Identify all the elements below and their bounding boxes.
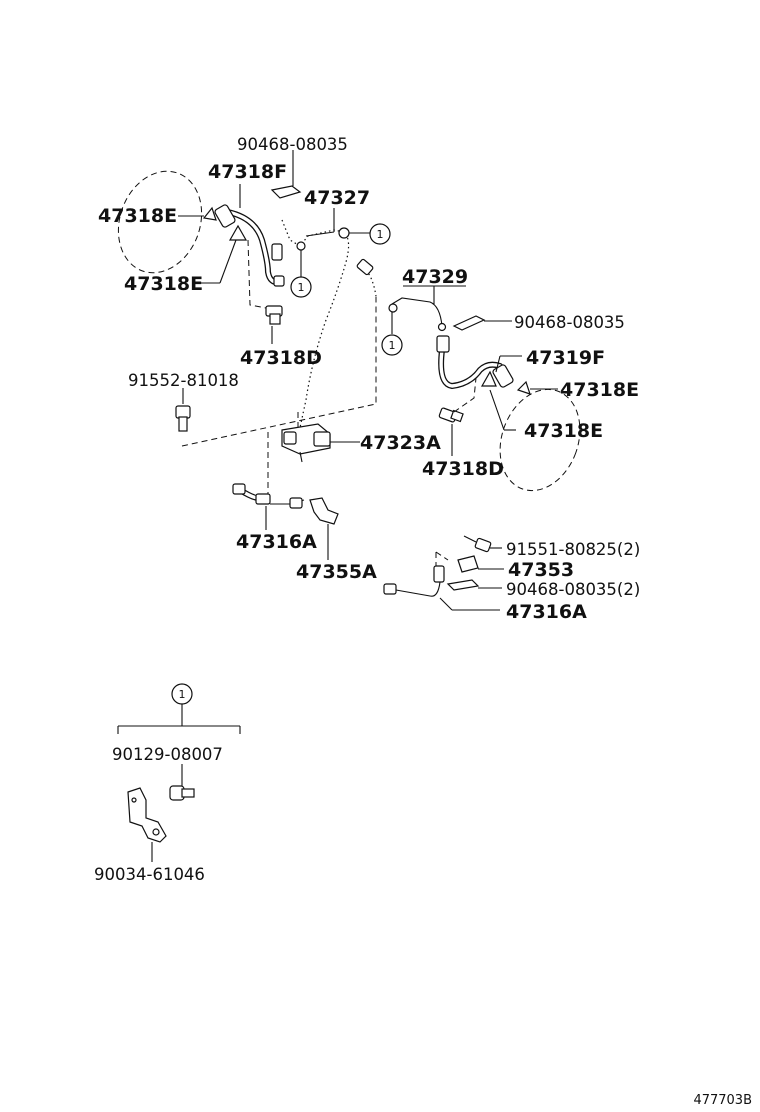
clip-47318e-right-upper [516,380,531,395]
callout-1-b: 1 [290,276,312,298]
hose-47316a-right [383,565,445,597]
label-47318e-right-upper: 47318E [560,379,639,401]
hose-47316a-left [232,483,305,509]
label-47316a-right: 47316A [506,601,587,623]
callout-number: 1 [377,228,384,241]
label-47318f: 47318F [208,161,287,183]
bracket-47355a [309,497,339,525]
diagram-code: 477703B [693,1093,752,1108]
callout-1-d: 1 [171,683,193,705]
label-47316a-left: 47316A [236,531,317,553]
clip-90468-08035-lower [446,579,480,591]
label-47327: 47327 [304,187,370,209]
label-47353: 47353 [508,559,574,581]
wheel-outline-left [117,170,203,274]
label-47318e-upper-left: 47318E [98,205,177,227]
bolt-90129-08007 [169,785,195,801]
bolt-91551-80825 [463,535,492,553]
label-91552-81018: 91552-81018 [128,371,239,390]
junction-47323a [281,423,331,463]
label-91551-80825: 91551-80825(2) [506,540,640,559]
union-bolt-47318d-lower [438,407,464,423]
brake-pipe-47327 [281,219,350,429]
clip-90468-08035-right [452,315,486,331]
label-47323a: 47323A [360,432,441,454]
callout-number: 1 [389,339,396,352]
clip-47318e-lower [228,224,248,241]
label-47318d-lower: 47318D [422,458,504,480]
clip-47318e-upper [202,206,217,221]
label-47318e-right-lower: 47318E [524,420,603,442]
label-47329: 47329 [402,266,468,288]
flexible-hose-right [436,335,514,390]
callout-1-c: 1 [381,334,403,356]
label-90468-08035-right: 90468-08035 [514,313,625,332]
callout-1-a: 1 [369,223,391,245]
flexible-hose-left [214,204,285,287]
clip-47318e-right-lower [480,370,497,387]
label-90468-08035-top: 90468-08035 [237,135,348,154]
bolt-91552-81018 [175,405,191,432]
wheel-outline-right [499,388,581,492]
label-47319f: 47319F [526,347,605,369]
clamp-47353 [457,555,479,573]
label-90468-08035-lower: 90468-08035(2) [506,580,640,599]
bracket-90034-61046 [127,787,167,843]
callout-number: 1 [298,281,305,294]
callout-number: 1 [179,688,186,701]
union-bolt-47318d-upper [265,305,283,325]
label-90129-08007: 90129-08007 [112,745,223,764]
label-47318e-lower-left: 47318E [124,273,203,295]
label-90034-61046: 90034-61046 [94,865,205,884]
clip-90468-08035-top [270,185,302,199]
label-47355a: 47355A [296,561,377,583]
label-47318d-upper: 47318D [240,347,322,369]
